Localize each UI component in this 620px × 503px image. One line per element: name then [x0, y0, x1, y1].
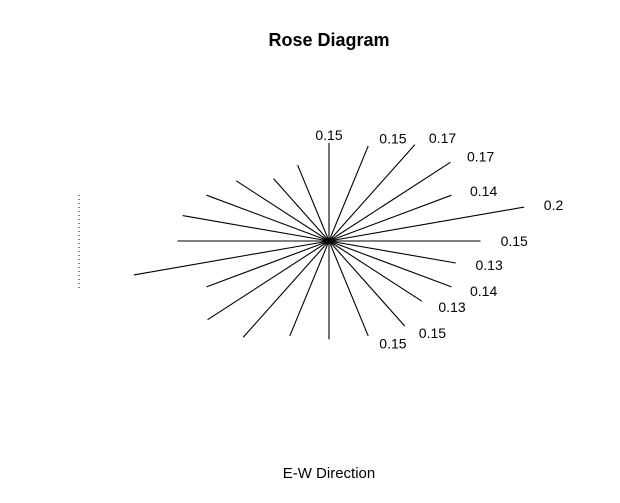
rose-label-300: 0.15: [419, 325, 446, 341]
rose-label-345: 0.13: [476, 257, 503, 273]
rose-value-labels: 0.15 0.2 0.14 0.17 0.17 0.15 0.15 0.15 0.15 0.13 0…: [315, 127, 563, 352]
rose-ray-300: [328, 240, 406, 327]
rose-ray-120: [273, 178, 330, 242]
rose-ray-285: [328, 240, 369, 337]
rose-ray-225: [207, 240, 330, 321]
rose-label-15: 0.2: [544, 197, 564, 213]
rose-ray-345: [328, 240, 456, 264]
rose-ray-135: [235, 180, 330, 242]
rose-rays: [133, 142, 525, 340]
rose-label-75: 0.15: [379, 131, 406, 147]
rose-ray-30: [328, 194, 452, 242]
rose-label-45: 0.17: [467, 149, 494, 165]
rose-ray-45: [328, 161, 451, 242]
chart-title: Rose Diagram: [268, 30, 389, 50]
rose-ray-255: [289, 240, 330, 337]
rose-label-60: 0.17: [429, 130, 456, 146]
rose-ray-15: [328, 206, 525, 242]
x-axis-label: E-W Direction: [283, 465, 376, 482]
rose-label-30: 0.14: [470, 183, 497, 199]
rose-label-285: 0.15: [379, 336, 406, 352]
rose-ray-315: [328, 240, 423, 302]
rose-label-90: 0.15: [315, 127, 342, 143]
rose-ray-150: [206, 194, 330, 242]
rose-ray-60: [328, 144, 416, 242]
rose-ray-75: [328, 145, 369, 242]
rose-ray-105: [297, 164, 330, 242]
rose-label-0: 0.15: [501, 233, 528, 249]
rose-ray-240: [242, 240, 330, 338]
rose-ray-330: [328, 240, 452, 288]
rose-ray-165: [182, 215, 330, 242]
rose-label-330: 0.14: [470, 283, 497, 299]
rose-ray-210: [206, 240, 330, 288]
rose-ray-195: [133, 240, 330, 276]
rose-label-315: 0.13: [438, 299, 465, 315]
